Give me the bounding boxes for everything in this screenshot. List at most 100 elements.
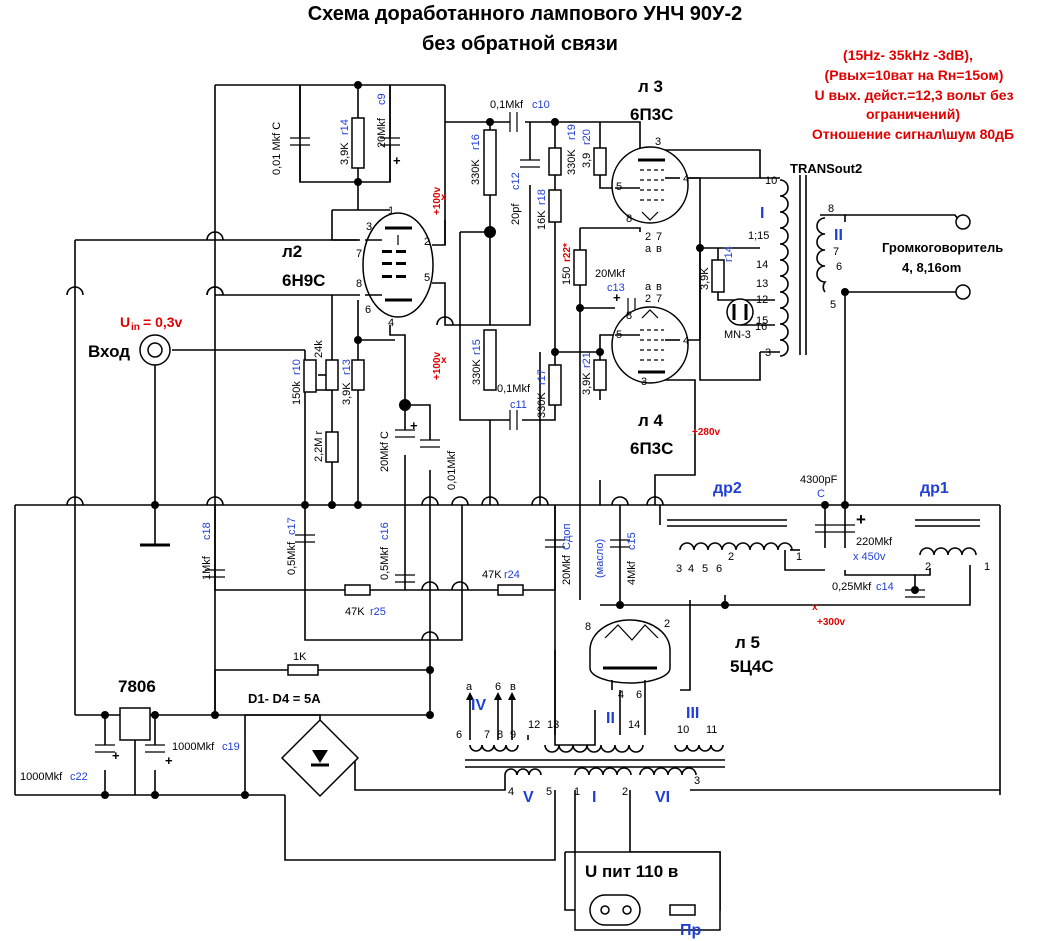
c19-ref: c19 — [222, 741, 240, 753]
c22-ref: c22 — [70, 771, 88, 783]
cdop-ref: Cдоп — [561, 524, 573, 550]
l4-pin-v: в — [656, 281, 662, 293]
capacitor-c12 — [520, 159, 540, 168]
ptr-winding-i: I — [592, 789, 596, 806]
l3-pin5: 5 — [616, 181, 622, 193]
ptr-pin14: 14 — [628, 719, 640, 731]
capacitor-c11 — [509, 410, 518, 430]
title-line2: без обратной связи — [422, 33, 618, 55]
neon-lamp-mn3 — [726, 298, 754, 326]
l5-type: 5Ц4С — [730, 657, 774, 676]
neon-label: MN-3 — [724, 329, 751, 341]
ptr-tap-b6: 6 — [495, 681, 501, 693]
ot-pin12: 12 — [756, 294, 768, 306]
voltage-100v-mid: +100v — [432, 351, 443, 380]
r22-ref: r22* — [562, 243, 573, 262]
capacitor-cdop — [545, 539, 565, 548]
ot-pin6: 6 — [836, 261, 842, 273]
l4-pin8: 8 — [626, 310, 632, 322]
ptr-pin11: 11 — [706, 724, 717, 736]
l4-pin7: 7 — [656, 293, 662, 305]
ot-pin13: 13 — [756, 278, 768, 290]
r15-ref: r15 — [471, 339, 483, 355]
r19-ref: r19 — [566, 124, 578, 140]
r10-ref: r10 — [291, 359, 303, 375]
c18-ref: c18 — [201, 522, 213, 540]
c15-ref: c15 — [626, 532, 638, 550]
r16-ref: r16 — [470, 134, 482, 150]
l3-pin-a: а — [645, 243, 652, 255]
ot-ratio: 1;15 — [748, 230, 769, 242]
l2-pin5: 5 — [424, 272, 430, 284]
r13-ref: r13 — [341, 359, 353, 375]
svg-text:+: + — [165, 753, 173, 768]
l2-pin1: 1 — [388, 205, 394, 217]
tube-l4-6p3s — [611, 306, 689, 384]
ot-name: TRANSout2 — [790, 161, 862, 176]
ot-pin14: 14 — [756, 259, 768, 271]
c19-value: 1000Mkf — [172, 741, 215, 753]
l4-pin2: 2 — [645, 293, 651, 305]
ptr-winding-v: V — [523, 789, 534, 806]
c9-value: 20Mkf — [376, 117, 388, 148]
tube-l3-6p3s — [611, 146, 689, 224]
l4-pin4: 4 — [683, 335, 689, 347]
voltage-280v: +280v — [692, 427, 721, 438]
resistor-r22 — [573, 249, 587, 286]
l5-pin6: 6 — [636, 689, 642, 701]
spec-line-3: U вых. дейст.=12,3 вольт без — [814, 87, 1013, 103]
ptr-pin12: 12 — [528, 719, 540, 731]
speaker-terminal-bottom[interactable] — [955, 284, 971, 300]
r22-value: 150 — [561, 267, 573, 285]
dr2-pin3: 3 — [676, 563, 682, 575]
r25-ref: r25 — [370, 606, 386, 618]
ot-pin7: 7 — [833, 246, 839, 258]
input-voltage-value: = 0,3v — [143, 314, 183, 330]
ptr-pin5: 5 — [546, 786, 552, 798]
input-voltage-u: U — [120, 314, 130, 330]
r14-value: 3,9K — [339, 142, 351, 165]
potentiometer-r10[interactable] — [303, 359, 317, 393]
capacitor-c9: + — [380, 85, 401, 182]
choke-dr1 — [915, 519, 980, 556]
input-connector[interactable] — [139, 334, 171, 366]
crossover-hops — [66, 231, 664, 641]
r13-value: 3,9K — [341, 382, 353, 405]
ptr-pin13: 13 — [547, 719, 559, 731]
choke-dr2-label: др2 — [713, 480, 742, 497]
ptr-pin9: 9 — [510, 729, 516, 741]
ptr-winding-iv: IV — [471, 697, 486, 714]
voltage-100v-top: +100v — [432, 186, 443, 215]
l5-pin2: 2 — [664, 618, 670, 630]
ptr-pin10: 10 — [677, 724, 689, 736]
c13-ref: c13 — [607, 282, 625, 294]
l4-pin-a: а — [645, 281, 652, 293]
c10-value: 0,1Mkf — [490, 99, 524, 111]
l5-pin8: 8 — [585, 621, 591, 633]
resistor-24k — [325, 359, 339, 391]
r17-ref: r17 — [536, 369, 548, 385]
r1k-value: 1K — [293, 651, 307, 663]
output-transformer — [779, 175, 827, 357]
c16-value: 0,5Mkf — [379, 546, 391, 580]
title-line1: Схема доработанного лампового УНЧ 90У-2 — [308, 3, 743, 25]
capacitor-c16 — [395, 574, 415, 583]
dr1-pin2: 2 — [925, 561, 931, 573]
mains-plug[interactable] — [589, 894, 641, 926]
speaker-label: Громкоговоритель — [882, 240, 1003, 255]
svg-text:+: + — [410, 418, 418, 433]
speaker-terminal-top[interactable] — [955, 214, 971, 230]
svg-text:+: + — [112, 748, 120, 763]
ot-pin16: 16 — [755, 321, 767, 333]
l3-pin8: 8 — [626, 213, 632, 225]
fuse — [669, 904, 696, 916]
ptr-pin3: 3 — [694, 775, 700, 787]
l4-name: л 4 — [638, 411, 664, 430]
c12-value: 20pf — [510, 203, 522, 225]
regulator-name: 7806 — [118, 677, 156, 696]
l2-pin8: 8 — [356, 278, 362, 290]
dr2-pin4: 4 — [688, 563, 694, 575]
c14-value: 0,25Mkf — [832, 581, 872, 593]
svg-text:+: + — [393, 153, 401, 168]
capacitor-c18 — [205, 569, 225, 578]
